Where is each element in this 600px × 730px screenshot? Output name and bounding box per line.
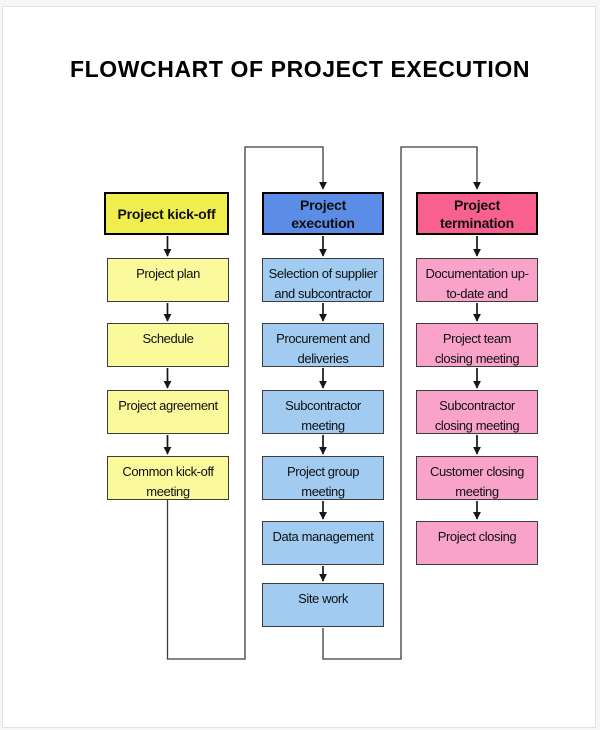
column-header-termination: Project termination: [416, 192, 538, 235]
flow-step-box: Project closing: [416, 521, 538, 565]
column-header-label: Project kick-off: [117, 205, 216, 222]
flow-step-box: Procurement and deliveries: [262, 323, 384, 367]
flow-step-box: Project group meeting: [262, 456, 384, 500]
flow-step-box: Selection of supplier and subcontractor: [262, 258, 384, 302]
page-title: FLOWCHART OF PROJECT EXECUTION: [69, 56, 531, 82]
column-header-label: Project termination: [439, 196, 515, 231]
column-header-execution: Project execution: [262, 192, 384, 235]
step-arrows: [163, 236, 481, 582]
flow-step-box: Project team closing meeting: [416, 323, 538, 367]
column-header-kick-off: Project kick-off: [104, 192, 229, 235]
flow-step-box: Common kick-off meeting: [107, 456, 229, 500]
flow-step-box: Subcontractor closing meeting: [416, 390, 538, 434]
flow-step-box: Project agreement: [107, 390, 229, 434]
flow-step-box: Customer closing meeting: [416, 456, 538, 500]
flow-step-box: Data management: [262, 521, 384, 565]
flow-step-box: Documentation up- to-date and: [416, 258, 538, 302]
flow-step-box: Subcontractor meeting: [262, 390, 384, 434]
flow-step-box: Project plan: [107, 258, 229, 302]
loop-connectors: [166, 146, 481, 660]
flow-step-box: Site work: [262, 583, 384, 627]
flow-step-box: Schedule: [107, 323, 229, 367]
column-header-label: Project execution: [291, 196, 355, 231]
